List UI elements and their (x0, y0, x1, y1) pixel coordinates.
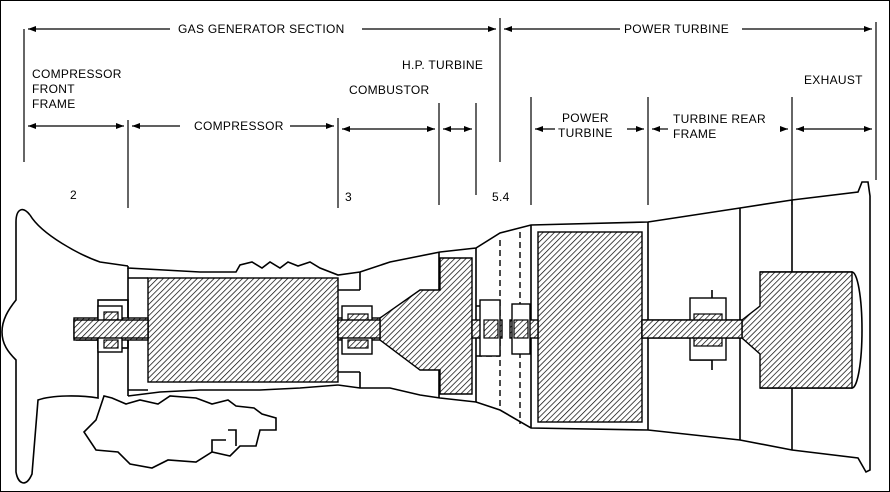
hp-turbine-label: H.P. TURBINE (402, 58, 483, 72)
exhaust-label: EXHAUST (804, 73, 863, 87)
engine-body (1, 181, 871, 484)
turbine-rear-frame-label-line2: FRAME (673, 127, 717, 141)
rotor-assembly (73, 231, 853, 423)
compressor-front-frame-label-line2: FRONT (32, 82, 75, 96)
inlet-bellmouth (1, 208, 99, 484)
combustor-label: COMBUSTOR (349, 83, 430, 97)
dimension-arrowheads (28, 26, 872, 132)
station-3-label: 3 (345, 190, 352, 204)
compressor-front-frame-label-line1: COMPRESSOR (32, 67, 122, 81)
station-5-4-label: 5.4 (492, 190, 510, 204)
power-turbine-label-line1: POWER (562, 111, 609, 125)
engine-casing (127, 181, 871, 474)
exhaust-coupling (741, 271, 853, 389)
gas-generator-section-label: GAS GENERATOR SECTION (178, 22, 345, 36)
accessory-gearbox (82, 395, 277, 469)
power-turbine-rotor (537, 231, 643, 423)
bearing-seals (103, 311, 723, 349)
station-2-label: 2 (70, 188, 77, 202)
power-turbine-section-label: POWER TURBINE (624, 22, 729, 36)
compressor-label: COMPRESSOR (194, 119, 284, 133)
section-dimension-lines (23, 18, 877, 208)
compressor-rotor (147, 277, 339, 383)
power-turbine-label-line2: TURBINE (558, 126, 613, 140)
hp-turbine-disk (379, 257, 473, 395)
turbine-rear-frame-label-line1: TURBINE REAR (673, 112, 766, 126)
compressor-front-frame-label-line3: FRAME (32, 97, 76, 111)
